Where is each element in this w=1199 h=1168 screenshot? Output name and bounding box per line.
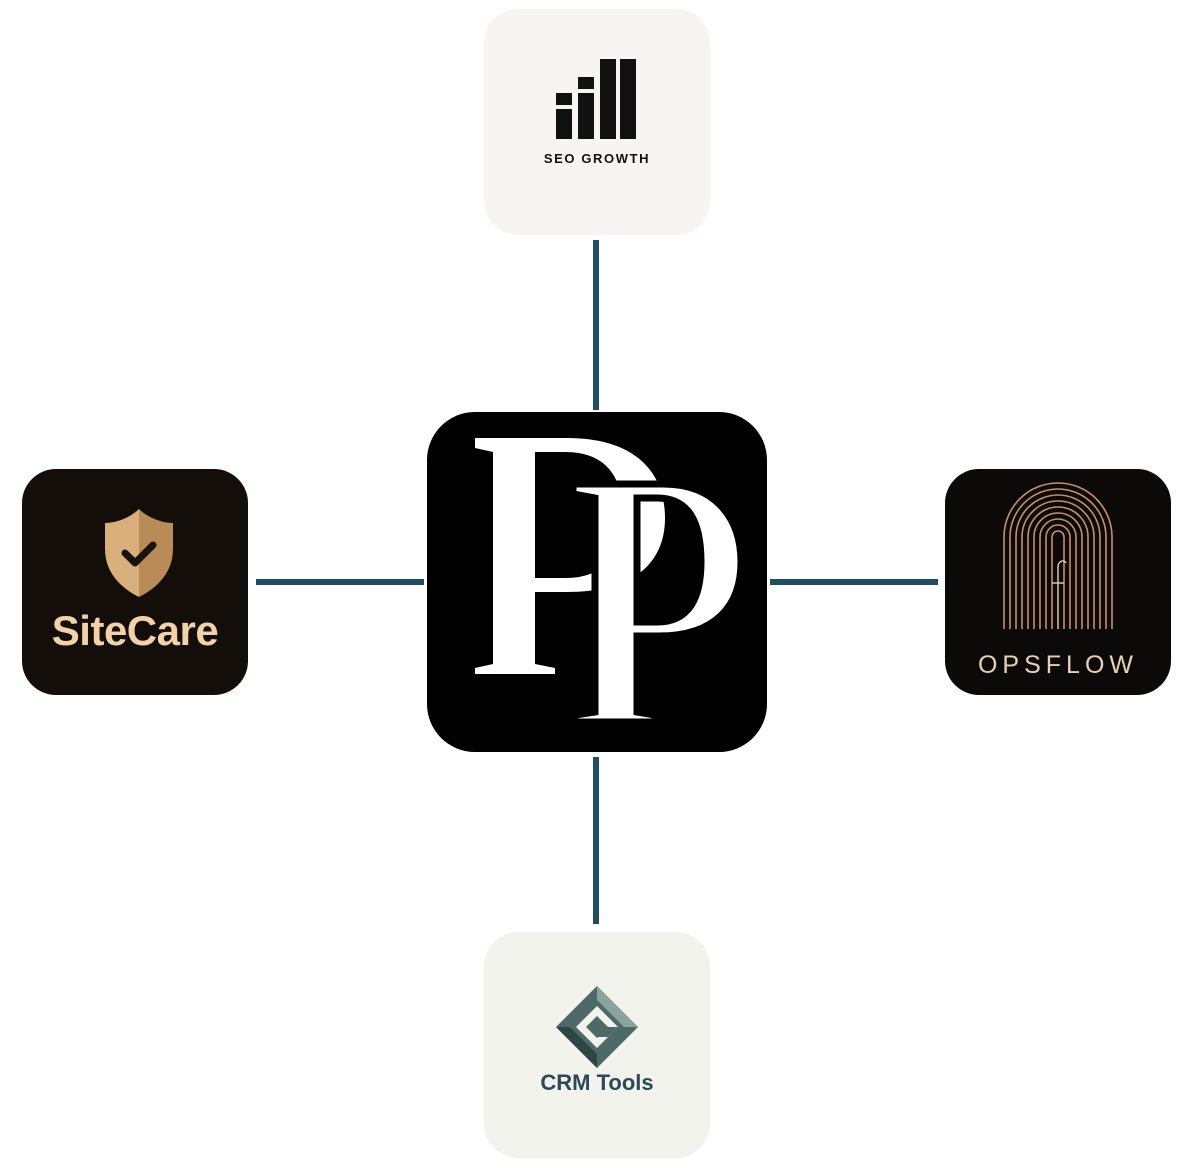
- crm-tools-label: CRM Tools: [540, 1070, 654, 1095]
- connector-right: [770, 579, 938, 585]
- sitecare-tile[interactable]: SiteCare: [22, 469, 248, 695]
- connector-bottom: [593, 757, 599, 924]
- connector-left: [256, 579, 424, 585]
- opsflow-tile[interactable]: OPSFLOW: [945, 469, 1171, 695]
- shield-check-icon: [105, 509, 173, 597]
- connector-top: [593, 240, 599, 410]
- seo-growth-tile[interactable]: SEO GROWTH: [484, 9, 710, 235]
- pp-monogram-icon: [475, 438, 745, 726]
- bar-chart-icon: [556, 59, 636, 139]
- hub-tile[interactable]: [427, 412, 767, 752]
- sitecare-label: SiteCare: [51, 607, 219, 654]
- arch-lines-icon: [1003, 482, 1113, 629]
- opsflow-label: OPSFLOW: [977, 651, 1138, 679]
- crm-tools-tile[interactable]: CRM Tools: [484, 932, 710, 1158]
- diamond-g-icon: [556, 986, 638, 1068]
- seo-growth-label: SEO GROWTH: [543, 151, 651, 166]
